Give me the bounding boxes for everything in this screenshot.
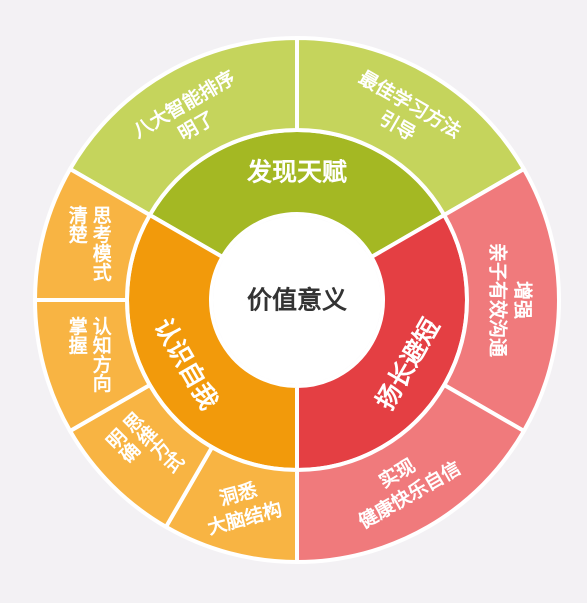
outer-label-line: 认知方向 [93, 315, 112, 395]
inner-label-discover: 发现天赋 [246, 158, 347, 187]
outer-segment-o8 [32, 166, 153, 302]
center-label: 价值意义 [247, 286, 347, 315]
outer-label-o3: 亲子有效沟通增强 [487, 243, 535, 358]
center-disc [213, 216, 381, 384]
outer-label-line: 增强 [512, 281, 535, 319]
outer-label-line: 清楚 [69, 204, 88, 246]
outer-label-line: 掌握 [69, 315, 88, 357]
outer-label-line: 思考模式 [93, 205, 113, 284]
outer-label-line: 亲子有效沟通 [487, 243, 510, 358]
